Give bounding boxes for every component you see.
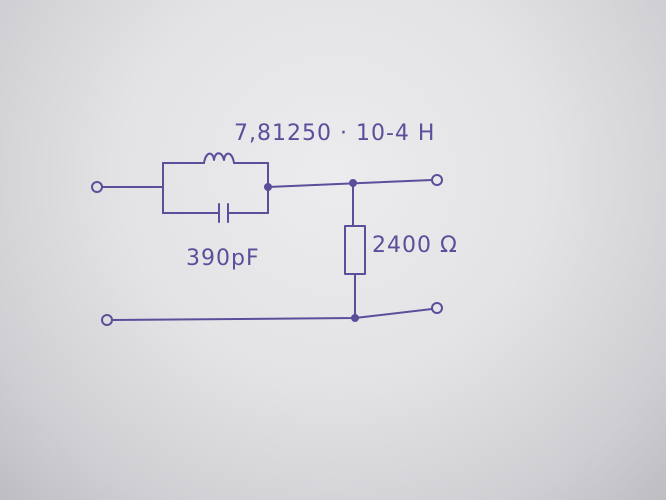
inductor-value-label: 7,81250 · 10-4 H [234,121,435,146]
capacitor-value-label: 390pF [186,246,260,271]
output-terminal-top [431,174,443,186]
input-terminal-top [91,181,103,193]
output-terminal-bottom [431,302,443,314]
resistor-body [344,225,366,275]
inductor-coil [203,152,235,164]
input-terminal-bottom [101,314,113,326]
resistor-value-label: 2400 Ω [372,233,458,258]
wire-bottom-return [111,308,433,321]
